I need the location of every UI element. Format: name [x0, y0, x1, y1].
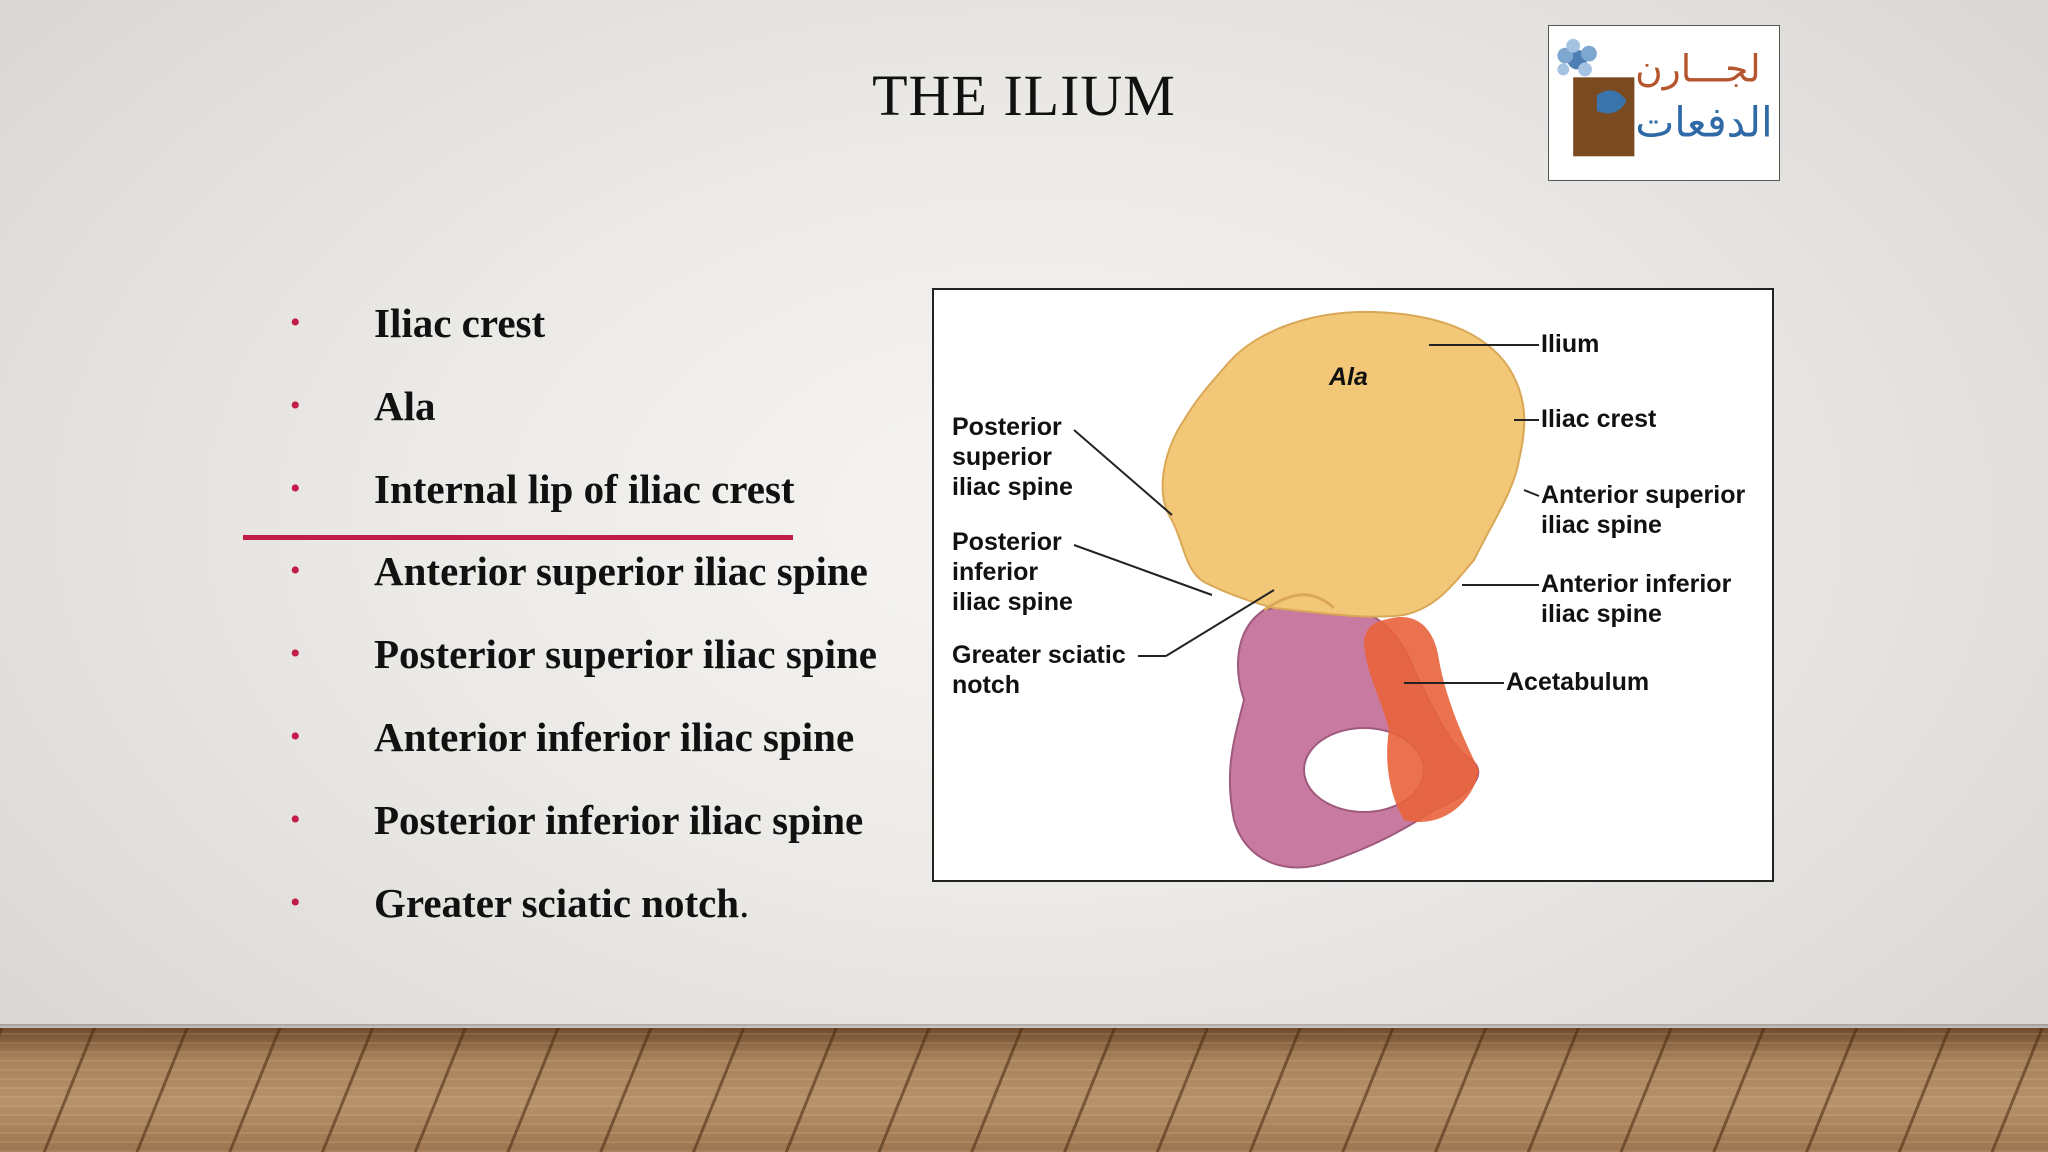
aiis-label-line1: Anterior inferior [1541, 570, 1732, 598]
psis-label-line3: iliac spine [952, 473, 1073, 501]
ala-label: Ala [1328, 363, 1368, 391]
ilium-diagram: Ala Ilium Iliac crest Anterior superior … [932, 288, 1774, 882]
bullet-label: Anterior superior iliac spine [374, 548, 868, 595]
aiis-label-line2: iliac spine [1541, 600, 1662, 628]
flower-icon [1557, 38, 1597, 77]
piis-leader [1073, 544, 1213, 596]
bullet-text: Greater sciatic notch. [374, 862, 749, 945]
bullet-marker: • [290, 802, 301, 836]
bullet-label: Ala [374, 382, 436, 429]
accent-underline [243, 535, 793, 540]
bullet-label: Anterior inferior iliac spine [374, 713, 855, 760]
bullet-text: Posterior superior iliac spine [374, 613, 877, 696]
ilium-label: Ilium [1541, 330, 1599, 358]
asis-leader [1523, 489, 1540, 497]
bullet-marker: • [290, 306, 301, 339]
bullet-text: Anterior inferior iliac spine [374, 696, 854, 779]
ilium-shape [1161, 310, 1526, 618]
acetabular-rim [1263, 593, 1336, 612]
bullet-marker: • [290, 388, 301, 422]
slide-title: THE ILIUM [872, 63, 1176, 128]
bullet-label: Iliac crest [374, 300, 546, 346]
psis-leader [1073, 429, 1173, 516]
bullet-label: Posterior inferior iliac spine [374, 796, 864, 843]
logo-text-line2: الدفعات [1635, 99, 1772, 147]
wooden-floor-decoration [0, 1028, 2048, 1152]
psis-label-line1: Posterior [952, 413, 1062, 441]
bullet-marker: • [290, 719, 301, 753]
logo-graphic: لجـــارن الدفعات [1557, 38, 1773, 157]
hip-bone-illustration: Ala Ilium Iliac crest Anterior superior … [952, 310, 1745, 869]
acetabulum-shape [1364, 616, 1479, 822]
acetabulum-label: Acetabulum [1506, 668, 1649, 696]
bullet-marker: • [290, 637, 301, 671]
bullet-label: Greater sciatic notch [374, 879, 740, 926]
bullet-marker: • [290, 471, 301, 505]
blue-swirl-icon [1596, 90, 1627, 114]
bullet-marker: • [290, 554, 301, 588]
gsn-label-line1: Greater sciatic [952, 641, 1126, 669]
bullet-text: Anterior superior iliac spine [374, 530, 868, 613]
bullet-label: Posterior superior iliac spine [374, 631, 877, 678]
brown-block [1573, 77, 1635, 157]
psis-label-line2: superior [952, 443, 1052, 471]
bullet-text: Posterior inferior iliac spine [374, 779, 863, 862]
logo: لجـــارن الدفعات [1548, 25, 1780, 181]
logo-text-line1: لجـــارن [1635, 46, 1761, 90]
bullet-text: Internal lip of iliac crest [374, 448, 795, 531]
bullet-trail: . [739, 879, 750, 926]
asis-label-line2: iliac spine [1541, 511, 1662, 539]
gsn-label-line2: notch [952, 671, 1020, 699]
asis-label-line1: Anterior superior [1541, 481, 1745, 509]
bullet-text: Ala [374, 365, 436, 448]
bullet-label: Internal lip of iliac crest [374, 465, 795, 512]
floor-shadow [0, 1024, 2048, 1030]
iliac-crest-label: Iliac crest [1541, 405, 1657, 433]
piis-label-line1: Posterior [952, 528, 1062, 556]
gsn-leader-b [1165, 589, 1275, 657]
bullet-text: Iliac crest [374, 282, 545, 365]
piis-label-line2: inferior [952, 558, 1038, 586]
piis-label-line3: iliac spine [952, 588, 1073, 616]
bullet-marker: • [290, 885, 301, 919]
